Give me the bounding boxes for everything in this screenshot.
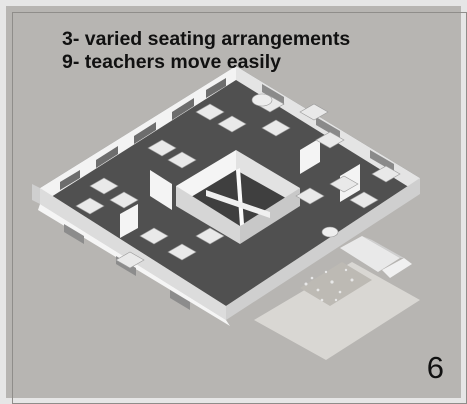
round-table xyxy=(251,93,339,238)
furniture xyxy=(75,95,401,269)
caption: 3- varied seating arrangements 9- teache… xyxy=(62,28,350,74)
outdoor-garden xyxy=(300,262,372,306)
west-windows xyxy=(60,78,226,190)
outer-wall-southeast xyxy=(226,178,420,320)
outdoor-steps xyxy=(340,236,400,272)
east-windows xyxy=(262,84,394,172)
caption-line-1: 3- varied seating arrangements xyxy=(62,28,351,50)
central-core-partition xyxy=(236,168,244,226)
garden-scatter xyxy=(304,268,354,302)
central-core-wall-north xyxy=(176,150,236,206)
outdoor-terrace xyxy=(254,262,420,360)
page-number: 6 xyxy=(426,350,444,385)
caption-line-2: 9- teachers move easily xyxy=(62,51,281,73)
